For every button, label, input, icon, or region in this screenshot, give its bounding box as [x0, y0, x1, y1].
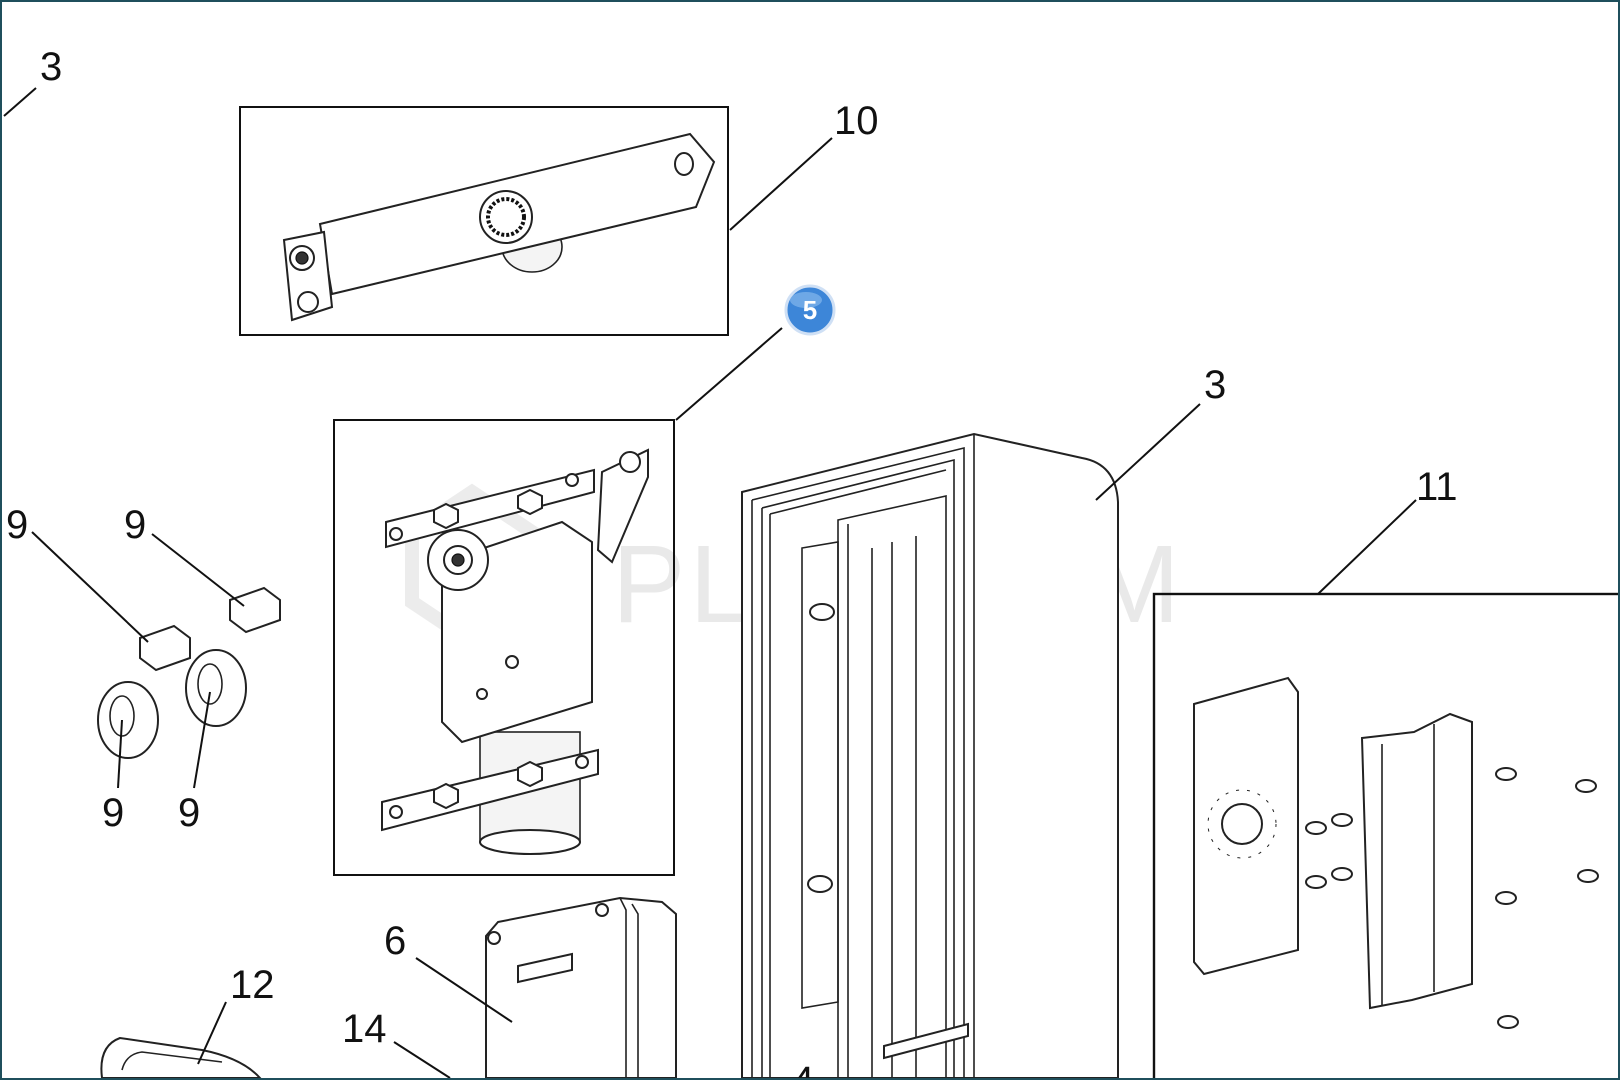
badge-label: 5: [803, 295, 817, 325]
angle-bracket: [1360, 712, 1473, 1010]
label-9-ring-b: 9: [178, 791, 200, 835]
part-5-gearmotor: [333, 419, 675, 876]
part-6-control-box: [485, 896, 677, 1079]
leader-3-cabinet: [1095, 403, 1201, 501]
label-9-clip-b: 9: [124, 503, 146, 547]
clip-right: [229, 586, 281, 634]
part-9-clips-rings: [97, 586, 281, 759]
label-3-cabinet: 3: [1204, 363, 1226, 407]
leader-12: [197, 1001, 227, 1065]
leader-14: [393, 1041, 451, 1079]
label-4: 4: [792, 1059, 814, 1078]
crank-arm: [596, 448, 649, 564]
label-9-ring-a: 9: [102, 791, 124, 835]
leader-5: [675, 327, 783, 421]
part-10-box: [239, 106, 729, 336]
leader-11: [1317, 499, 1417, 595]
leader-3-top-left: [3, 87, 37, 117]
label-6: 6: [384, 919, 406, 963]
part-11-mounting-kit: [1152, 592, 1620, 1083]
part-3-cabinet: [741, 432, 1119, 1079]
label-12: 12: [230, 963, 275, 1007]
top-rail: [385, 468, 595, 549]
callout-badge-5[interactable]: 5: [784, 284, 836, 336]
label-14: 14: [342, 1007, 387, 1051]
clip-left: [139, 624, 191, 672]
part-10-lever-arm: [239, 106, 729, 336]
leader-6: [415, 957, 513, 1023]
label-9-clip-a: 9: [6, 503, 28, 547]
control-box-label-slot: [517, 952, 573, 984]
bolts: [1305, 767, 1599, 1029]
leader-10: [729, 137, 833, 231]
label-11: 11: [1416, 465, 1458, 509]
label-3-top-left: 3: [40, 45, 62, 89]
label-10: 10: [834, 99, 879, 143]
handle-body: [100, 1036, 263, 1079]
cabinet-outer: [741, 432, 1119, 1079]
part-12-handle: [100, 1036, 263, 1079]
part-5-box: [333, 419, 675, 876]
control-box-cover: [485, 896, 677, 1079]
part-11-box: [1152, 592, 1620, 1083]
